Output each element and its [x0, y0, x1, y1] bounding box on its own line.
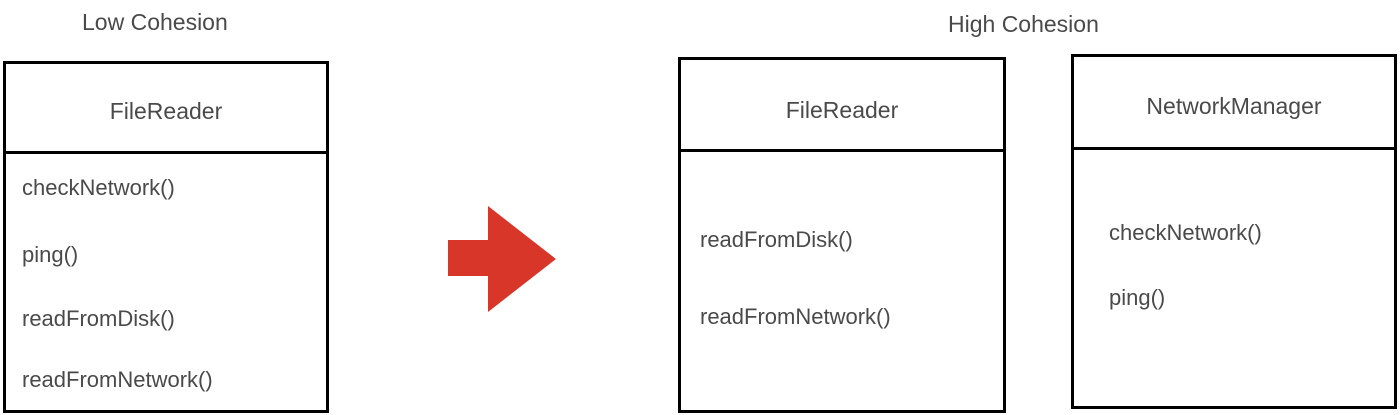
- method-item: checkNetwork(): [22, 175, 175, 200]
- right-arrow-icon: [448, 206, 556, 312]
- class-divider: [6, 151, 326, 154]
- method-item: ping(): [1109, 285, 1166, 310]
- high-cohesion-heading: High Cohesion: [948, 11, 1099, 37]
- class-name: NetworkManager: [1146, 93, 1322, 119]
- method-item: ping(): [22, 242, 79, 267]
- class-name: FileReader: [785, 97, 899, 123]
- high-cohesion-filereader-class: FileReader readFromDisk() readFromNetwor…: [678, 57, 1006, 413]
- method-item: readFromDisk(): [700, 227, 853, 252]
- method-item: readFromNetwork(): [22, 367, 213, 392]
- low-cohesion-heading: Low Cohesion: [82, 9, 228, 35]
- class-divider: [1074, 147, 1394, 150]
- class-divider: [681, 149, 1003, 152]
- method-item: readFromNetwork(): [700, 304, 891, 329]
- low-cohesion-filereader-class: FileReader checkNetwork() ping() readFro…: [3, 61, 329, 413]
- arrow-shape: [448, 206, 556, 312]
- method-item: checkNetwork(): [1109, 220, 1262, 245]
- method-item: readFromDisk(): [22, 306, 175, 331]
- high-cohesion-networkmanager-class: NetworkManager checkNetwork() ping(): [1071, 54, 1397, 409]
- class-name: FileReader: [109, 98, 223, 124]
